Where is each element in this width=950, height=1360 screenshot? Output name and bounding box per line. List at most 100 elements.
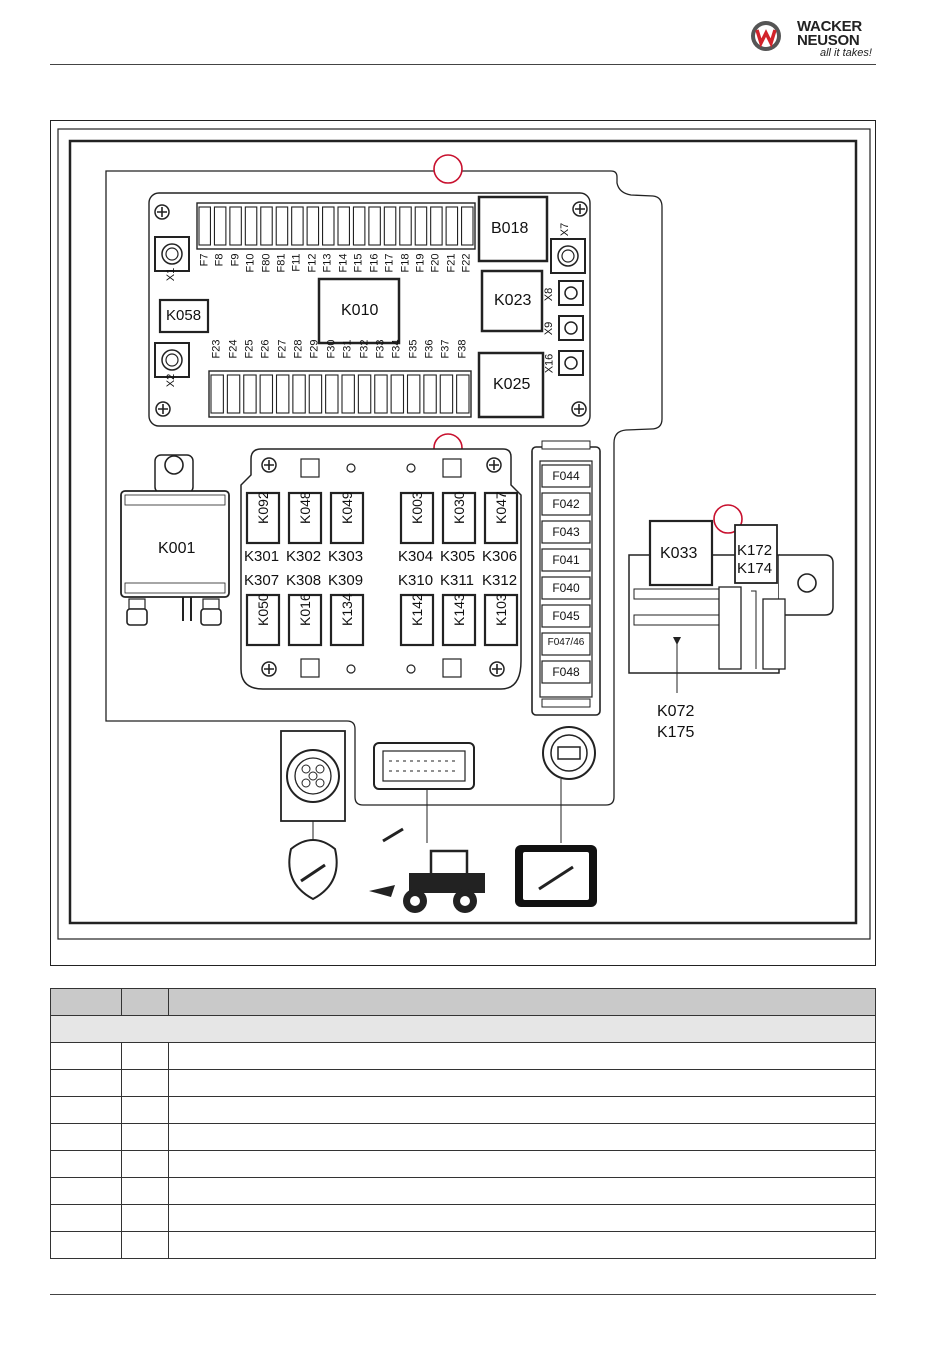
legend-row [50,1123,876,1151]
legend-cell [121,1042,169,1070]
relay-position-label: K302 [286,548,322,565]
legend-header-row [50,988,876,1016]
fuse-label: F14 [337,253,350,273]
fuse-slot [406,374,421,414]
fuse-box-figure: B018 K010 K023 K025 K058 K001 K033 K172 … [50,120,876,966]
relay-position-label: K311 [440,572,474,589]
label-x8: X8 [543,287,556,302]
label-k025: K025 [493,376,531,393]
relay-position-label: K301 [244,548,280,565]
relay-top-block [287,491,323,545]
fuse-label: F26 [259,339,272,359]
relay-top-block [483,491,519,545]
fuse-slot [368,206,381,246]
legend-cell [50,1042,122,1070]
label-k058: K058 [166,307,202,324]
side-fuse-slot [541,548,591,572]
fuse-label: F32 [358,339,371,359]
legend-cell [168,1150,876,1178]
legend-cell [50,1123,122,1151]
fuse-slot [213,206,227,246]
legend-header-code [121,988,169,1016]
side-fuse-slot [541,632,591,656]
fuse-strip-top [196,202,476,250]
fuse-slot [308,374,323,414]
relay-top-label: K003 [409,491,425,524]
fuse-slot [198,206,211,246]
legend-row [50,1042,876,1070]
side-fuse-slot [541,520,591,544]
fuse-label: F24 [227,339,240,359]
b018-block [477,195,549,263]
fuse-label: F36 [423,339,436,359]
fuse-label: F9 [229,253,242,267]
fuse-label: F38 [456,339,469,359]
legend-cell [121,1150,169,1178]
relay-top-block [245,491,281,545]
k001-relay [120,454,230,626]
label-k072: K072 [657,703,695,720]
legend-group-cell [50,1015,876,1043]
legend-header-pos [50,988,122,1016]
k033-relay-housing [628,519,834,674]
relay-position-label: K305 [440,548,476,565]
side-fuse-label: F048 [552,665,580,679]
fuse-label: F81 [275,253,288,273]
brand-tagline: all it takes! [820,47,872,59]
relay-bottom-label: K134 [339,593,355,626]
fuse-slot [390,374,405,414]
fuse-box-drawing [57,128,871,940]
legend-cell [168,1231,876,1259]
fuse-label: F23 [210,339,223,359]
fuse-slot [260,206,273,246]
fuse-label: F13 [321,253,334,273]
relay-top-label: K048 [297,491,313,524]
relay-bottom-label: K103 [493,593,509,626]
fuse-slot [291,206,304,246]
legend-cell [121,1177,169,1205]
wheel-loader-service-icon [369,827,485,913]
relay-top-block [399,491,435,545]
label-x7: X7 [559,222,572,237]
fuse-slot [341,374,355,414]
legend-cell [50,1231,122,1259]
side-fuse-label: F047/46 [547,637,585,648]
header-rule [50,64,876,65]
k025-block [477,351,545,419]
display-service-icon [515,845,597,907]
fuse-slot [430,206,443,246]
relay-position-label: K308 [286,572,322,589]
legend-row [50,1177,876,1205]
fuse-slot [275,374,290,414]
legend-cell [121,1096,169,1124]
relay-bottom-block [483,593,519,647]
fuse-label: F30 [325,339,338,359]
label-k010: K010 [341,302,379,319]
legend-row [50,1096,876,1124]
relay-bottom-block [245,593,281,647]
fuse-label: F25 [243,339,256,359]
fuse-label: F15 [352,253,365,273]
side-fuse-slot [541,492,591,516]
fuse-label: F22 [460,253,473,273]
fuse-label: F18 [399,253,411,273]
fuse-label: F37 [439,339,452,359]
relay-top-label: K092 [255,491,271,524]
side-fuse-label: F042 [552,497,580,511]
relay-bottom-block [441,593,477,647]
fuse-slot [325,374,339,414]
legend-group-row [50,1015,876,1043]
relay-bottom-block [287,593,323,647]
fuse-label: F8 [213,253,226,267]
side-fuse-slot [541,464,591,488]
fuse-label: F34 [390,339,403,359]
legend-cell [168,1123,876,1151]
obd-connector [373,742,475,843]
brand-logo: WACKER NEUSON all it takes! [748,18,878,62]
brand-emblem-icon [751,21,781,51]
legend-cell [50,1177,122,1205]
legend-cell [50,1069,122,1097]
fuse-slot [210,374,224,414]
relay-top-block [441,491,477,545]
relay-position-label: K303 [328,548,364,565]
